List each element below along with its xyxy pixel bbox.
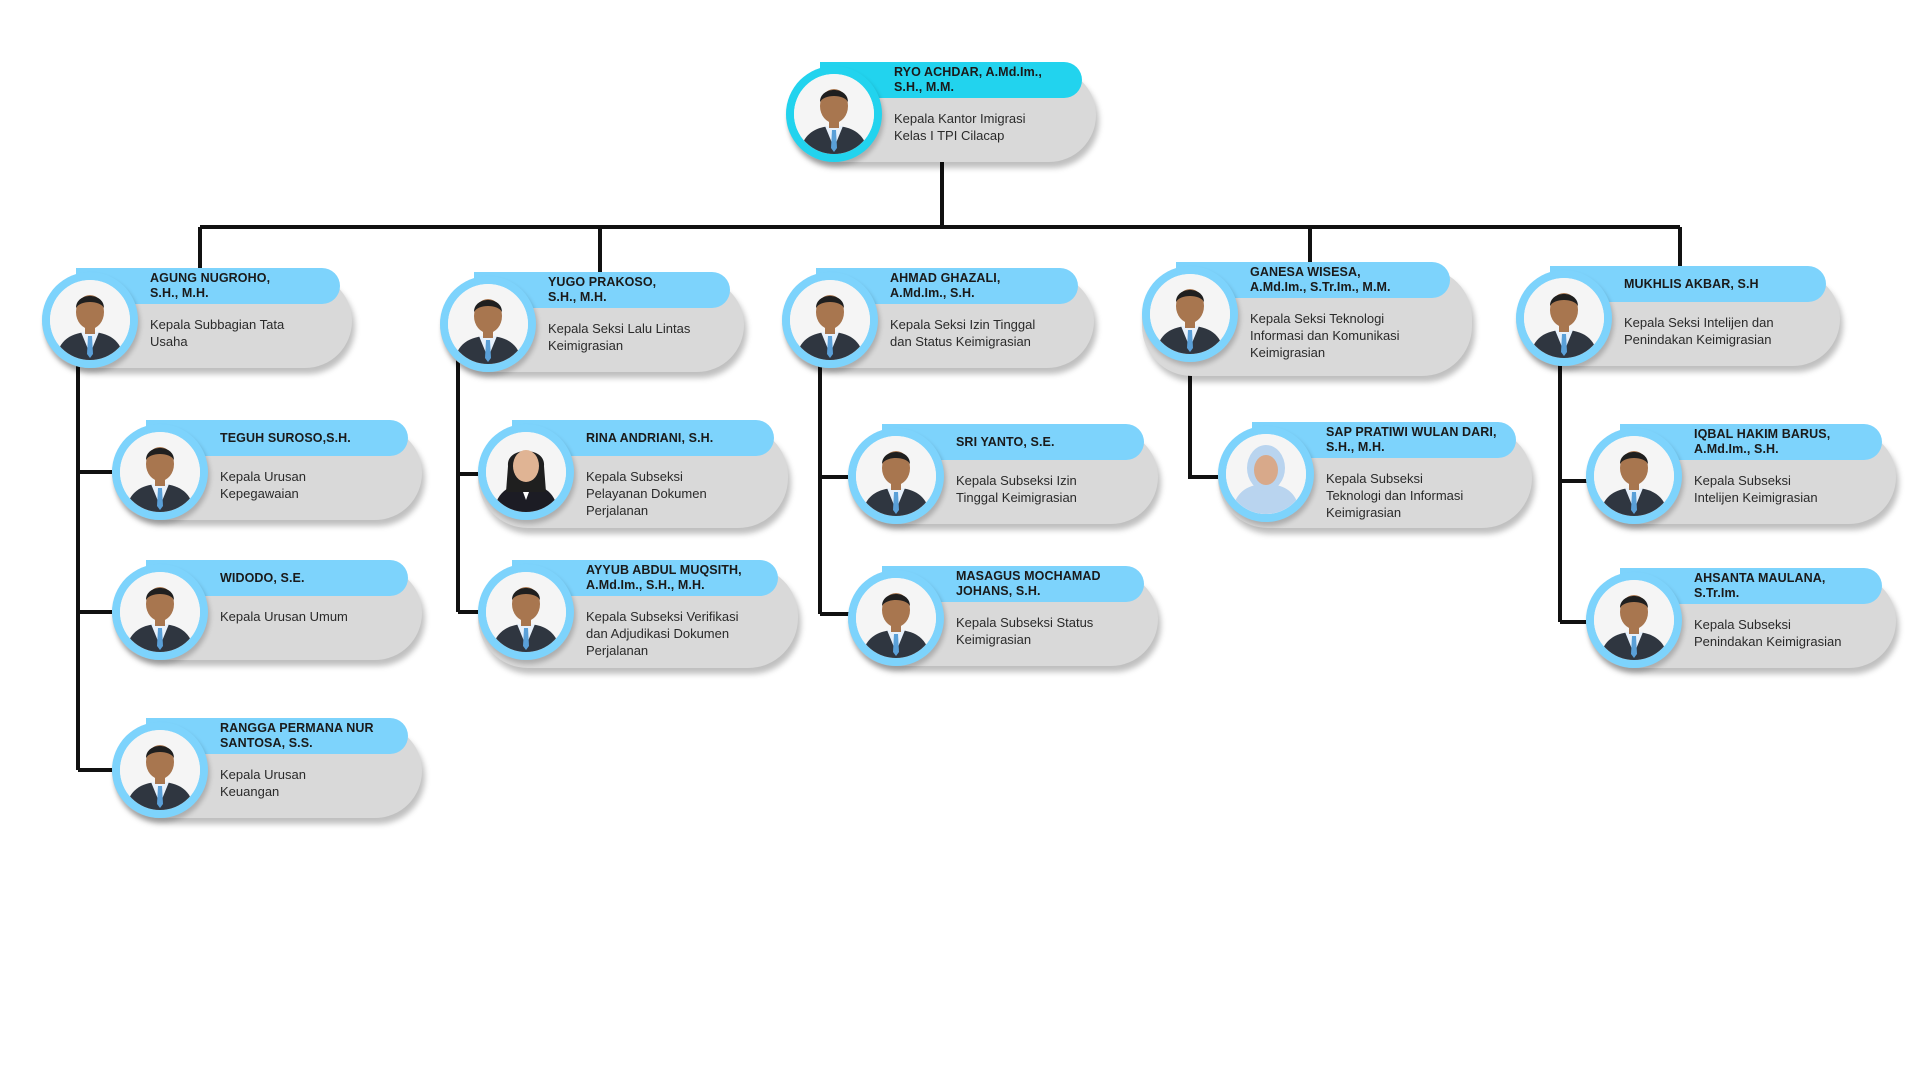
person-role: Kepala Kantor Imigrasi Kelas I TPI Cilac…	[894, 110, 1082, 144]
person-photo-icon	[112, 564, 208, 660]
person-role: Kepala Seksi Izin Tinggal dan Status Kei…	[890, 316, 1080, 350]
person-photo-icon	[1586, 572, 1682, 668]
person-role: Kepala Subseksi Pelayanan Dokumen Perjal…	[586, 468, 774, 519]
connector-branch-s5	[1560, 360, 1588, 622]
person-card-ahmad-ghazali: AHMAD GHAZALI, A.Md.Im., S.H. Kepala Sek…	[782, 268, 1094, 368]
person-role: Kepala Urusan Umum	[220, 608, 408, 625]
person-card-ryo-achdar: RYO ACHDAR, A.Md.Im., S.H., M.M. Kepala …	[786, 62, 1096, 162]
person-photo-icon	[440, 276, 536, 372]
person-photo-icon	[1516, 270, 1612, 366]
person-card-ahsanta-maulana: AHSANTA MAULANA, S.Tr.Im. Kepala Subseks…	[1586, 568, 1896, 668]
person-name: YUGO PRAKOSO, S.H., M.H.	[548, 275, 656, 305]
person-role: Kepala Subseksi Status Keimigrasian	[956, 614, 1144, 648]
person-card-ayyub-abdul-muqsith: AYYUB ABDUL MUQSITH, A.Md.Im., S.H., M.H…	[478, 560, 798, 660]
person-role: Kepala Subseksi Intelijen Keimigrasian	[1694, 472, 1882, 506]
connector-branch-s2	[458, 360, 480, 612]
person-name: AYYUB ABDUL MUQSITH, A.Md.Im., S.H., M.H…	[586, 563, 742, 593]
person-photo-icon	[782, 272, 878, 368]
person-name: IQBAL HAKIM BARUS, A.Md.Im., S.H.	[1694, 427, 1830, 457]
person-photo-icon	[1218, 426, 1314, 522]
person-name: MASAGUS MOCHAMAD JOHANS, S.H.	[956, 569, 1101, 599]
person-card-teguh-suroso: TEGUH SUROSO,S.H. Kepala Urusan Kepegawa…	[112, 420, 422, 520]
person-photo-icon	[478, 564, 574, 660]
person-name: AHMAD GHAZALI, A.Md.Im., S.H.	[890, 271, 1000, 301]
person-card-yugo-prakoso: YUGO PRAKOSO, S.H., M.H. Kepala Seksi La…	[440, 272, 744, 372]
person-card-masagus-mochamad: MASAGUS MOCHAMAD JOHANS, S.H. Kepala Sub…	[848, 566, 1158, 666]
person-photo-icon	[786, 66, 882, 162]
person-role: Kepala Seksi Teknologi Informasi dan Kom…	[1250, 310, 1458, 361]
person-name: WIDODO, S.E.	[220, 571, 305, 586]
person-name: SRI YANTO, S.E.	[956, 435, 1055, 450]
person-role: Kepala Seksi Lalu Lintas Keimigrasian	[548, 320, 730, 354]
person-name: RANGGA PERMANA NUR SANTOSA, S.S.	[220, 721, 374, 751]
person-role: Kepala Seksi Intelijen dan Penindakan Ke…	[1624, 314, 1826, 348]
person-role: Kepala Subseksi Penindakan Keimigrasian	[1694, 616, 1882, 650]
person-name: SAP PRATIWI WULAN DARI, S.H., M.H.	[1326, 425, 1497, 455]
person-card-ganesa-wisesa: GANESA WISESA, A.Md.Im., S.Tr.Im., M.M. …	[1142, 262, 1472, 362]
person-name: GANESA WISESA, A.Md.Im., S.Tr.Im., M.M.	[1250, 265, 1391, 295]
person-name: AHSANTA MAULANA, S.Tr.Im.	[1694, 571, 1825, 601]
person-card-rina-andriani: RINA ANDRIANI, S.H. Kepala Subseksi Pela…	[478, 420, 788, 520]
person-role: Kepala Subbagian Tata Usaha	[150, 316, 338, 350]
person-card-rangga-permana: RANGGA PERMANA NUR SANTOSA, S.S. Kepala …	[112, 718, 422, 818]
person-name: RINA ANDRIANI, S.H.	[586, 431, 713, 446]
person-card-widodo: WIDODO, S.E. Kepala Urusan Umum	[112, 560, 422, 660]
person-photo-icon	[478, 424, 574, 520]
person-card-agung-nugroho: AGUNG NUGROHO, S.H., M.H. Kepala Subbagi…	[42, 268, 352, 368]
person-name: TEGUH SUROSO,S.H.	[220, 431, 351, 446]
person-card-mukhlis-akbar: MUKHLIS AKBAR, S.H Kepala Seksi Intelije…	[1516, 266, 1840, 366]
person-name: MUKHLIS AKBAR, S.H	[1624, 277, 1759, 292]
person-role: Kepala Subseksi Izin Tinggal Keimigrasia…	[956, 472, 1144, 506]
person-photo-icon	[1586, 428, 1682, 524]
person-photo-icon	[42, 272, 138, 368]
person-card-sri-yanto: SRI YANTO, S.E. Kepala Subseksi Izin Tin…	[848, 424, 1158, 524]
person-photo-icon	[112, 424, 208, 520]
person-photo-icon	[848, 570, 944, 666]
person-name: RYO ACHDAR, A.Md.Im., S.H., M.M.	[894, 65, 1042, 95]
person-photo-icon	[848, 428, 944, 524]
connector-branch-s1	[78, 365, 112, 770]
person-card-sap-pratiwi: SAP PRATIWI WULAN DARI, S.H., M.H. Kepal…	[1218, 422, 1532, 522]
person-role: Kepala Subseksi Teknologi dan Informasi …	[1326, 470, 1518, 521]
person-photo-icon	[112, 722, 208, 818]
person-name: AGUNG NUGROHO, S.H., M.H.	[150, 271, 270, 301]
person-role: Kepala Urusan Kepegawaian	[220, 468, 408, 502]
person-role: Kepala Subseksi Verifikasi dan Adjudikas…	[586, 608, 784, 659]
person-card-iqbal-hakim: IQBAL HAKIM BARUS, A.Md.Im., S.H. Kepala…	[1586, 424, 1896, 524]
person-role: Kepala Urusan Keuangan	[220, 766, 408, 800]
person-photo-icon	[1142, 266, 1238, 362]
